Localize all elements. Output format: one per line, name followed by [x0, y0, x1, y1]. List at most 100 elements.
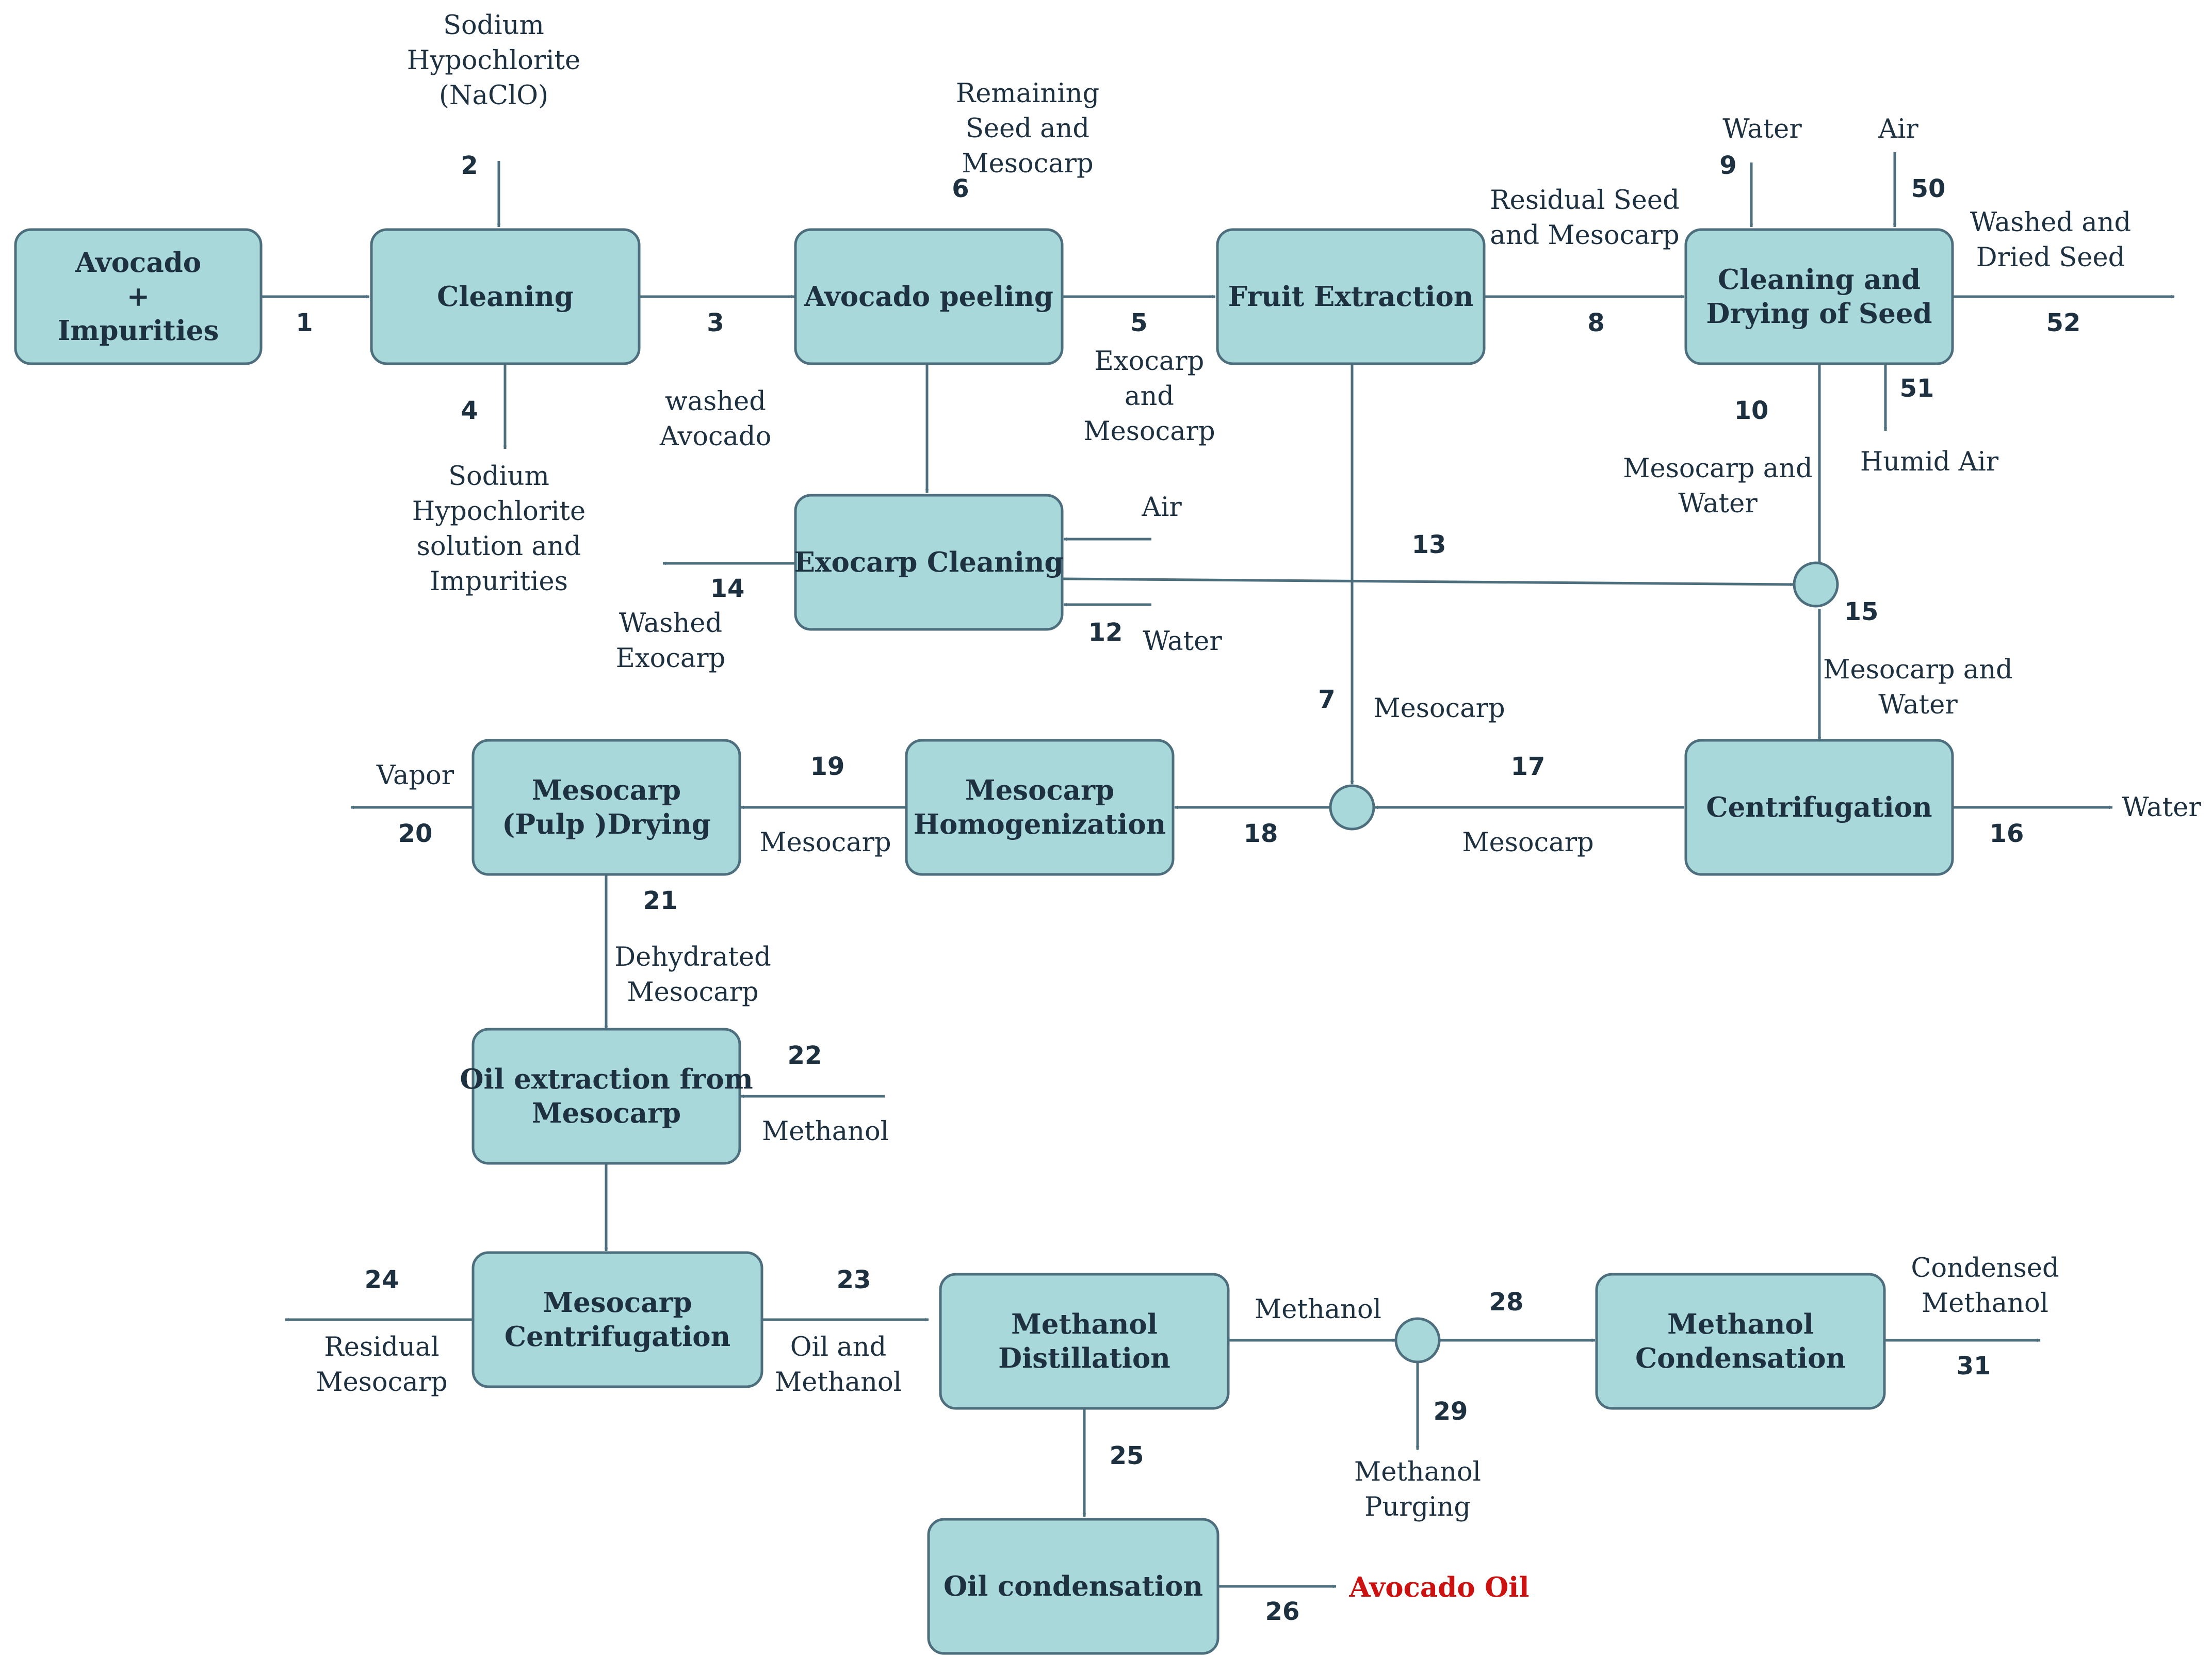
stream-number-29: 29: [1434, 1397, 1468, 1426]
air-in-50-label: Air: [1878, 114, 1918, 144]
fruit-extraction-box-label: Fruit Extraction: [1228, 281, 1474, 313]
stream-number-21: 21: [643, 886, 678, 915]
stream-number-14: 14: [710, 574, 745, 603]
stream-number-23: 23: [837, 1265, 871, 1294]
methanol-condensation-box-label: Condensation: [1635, 1342, 1846, 1374]
condensed-methanol-label-line: Condensed: [1911, 1253, 2059, 1284]
mesocarp-centrifugation-box-label: Mesocarp: [543, 1287, 692, 1319]
mesocarp-water-15-label-line: Mesocarp and: [1823, 655, 2012, 685]
oil-extraction-box-shape: [471, 1028, 741, 1165]
stream-number-10: 10: [1734, 396, 1769, 425]
mixer-28-node: [1394, 1317, 1441, 1363]
cleaning-box-label: Cleaning: [437, 281, 574, 313]
stream-number-8: 8: [1587, 309, 1604, 337]
methanol-in-22-label-line: Methanol: [762, 1116, 889, 1147]
mesocarp-water-10-label-line: Water: [1678, 489, 1758, 519]
stream-number-19: 19: [810, 752, 845, 781]
sodium-hypochlorite-out-label-line: Impurities: [430, 566, 568, 597]
avocado-impurities-box-shape: [14, 228, 263, 365]
methanol-purging-label-line: Methanol: [1354, 1457, 1481, 1487]
washed-dried-seed-label-line: Washed and: [1970, 207, 2131, 238]
stream-number-16: 16: [1990, 819, 2024, 848]
methanol-distillation-box-label: Distillation: [998, 1342, 1170, 1374]
seed-cleaning-drying-box-label: Cleaning and: [1718, 264, 1921, 296]
mesocarp-centrifugation-box-label: Centrifugation: [505, 1321, 730, 1353]
avocado-oil-label: Avocado Oil: [1348, 1571, 1529, 1603]
mesocarp-19-label-line: Mesocarp: [759, 827, 891, 858]
mesocarp-homogenization-box-label: Homogenization: [914, 808, 1166, 840]
residual-seed-mesocarp-label-line: Residual Seed: [1490, 185, 1679, 216]
stream-number-28: 28: [1489, 1288, 1524, 1317]
avocado-impurities-box: Avocado+Impurities: [14, 228, 263, 365]
water-in-9-label: Water: [1722, 114, 1802, 144]
sodium-hypochlorite-out-label-line: solution and: [417, 531, 581, 562]
stream-number-20: 20: [398, 819, 433, 848]
remaining-seed-mesocarp-label-line: Seed and: [966, 113, 1089, 144]
methanol-condensation-box-label: Methanol: [1667, 1308, 1814, 1340]
sodium-hypochlorite-out-label-line: Sodium: [448, 461, 549, 492]
centrifugation-box-label: Centrifugation: [1706, 791, 1932, 823]
methanol-distillation-box-shape: [939, 1273, 1230, 1410]
mixer-18-node: [1329, 784, 1375, 831]
mixer-15-node: [1793, 561, 1839, 608]
washed-exocarp-label-line: Washed: [619, 608, 722, 639]
methanol-stream-label-line: Methanol: [1255, 1294, 1381, 1325]
remaining-seed-mesocarp-label-line: Remaining: [956, 78, 1099, 109]
cleaning-box: Cleaning: [370, 228, 641, 365]
stream-number-4: 4: [461, 396, 478, 425]
stream-number-9: 9: [1719, 151, 1736, 180]
stream-number-5: 5: [1130, 309, 1147, 337]
mesocarp-17-label: Mesocarp: [1462, 827, 1593, 858]
stream-number-15: 15: [1844, 597, 1879, 626]
stream-number-18: 18: [1244, 819, 1278, 848]
washed-exocarp-label-line: Exocarp: [616, 643, 726, 674]
dehydrated-mesocarp-label-line: Dehydrated: [614, 942, 771, 972]
methanol-condensation-box-shape: [1595, 1273, 1886, 1410]
air-in-exocarp-label: Air: [1141, 492, 1182, 523]
methanol-purging-label-line: Purging: [1364, 1492, 1471, 1522]
oil-extraction-box-label: Oil extraction from: [460, 1063, 753, 1095]
exocarp-mesocarp-label-line: Mesocarp: [1083, 416, 1215, 447]
stream-number-7: 7: [1318, 685, 1335, 714]
water-out-16-label-line: Water: [2122, 792, 2201, 823]
mesocarp-homogenization-box-label: Mesocarp: [965, 774, 1114, 806]
air-in-50-label-line: Air: [1878, 114, 1918, 144]
cleaning-box-shape: [370, 228, 641, 365]
mixer-nodes: [1329, 561, 1839, 1363]
stream-number-3: 3: [707, 309, 724, 337]
water-in-12-label: Water: [1143, 626, 1222, 657]
exocarp-cleaning-box: Exocarp Cleaning: [794, 494, 1064, 631]
methanol-stream-label: Methanol: [1255, 1294, 1381, 1325]
oil-condensation-box-label: Oil condensation: [944, 1570, 1203, 1602]
methanol-in-22-label: Methanol: [762, 1116, 889, 1147]
oil-extraction-box-label: Mesocarp: [532, 1097, 681, 1129]
avocado-impurities-box-label: Avocado: [75, 247, 201, 279]
washed-dried-seed-label-line: Dried Seed: [1976, 242, 2125, 273]
stream-number-6: 6: [952, 174, 969, 203]
water-in-9-label-line: Water: [1722, 114, 1802, 144]
oil-methanol-label-line: Methanol: [775, 1367, 902, 1398]
stream-number-22: 22: [788, 1041, 822, 1070]
oil-condensation-box-shape: [927, 1518, 1219, 1655]
mesocarp-drying-box-label: (Pulp )Drying: [502, 808, 711, 840]
stream-number-24: 24: [365, 1265, 399, 1294]
stream-number-1: 1: [296, 309, 313, 337]
air-in-exocarp-label-line: Air: [1141, 492, 1182, 523]
